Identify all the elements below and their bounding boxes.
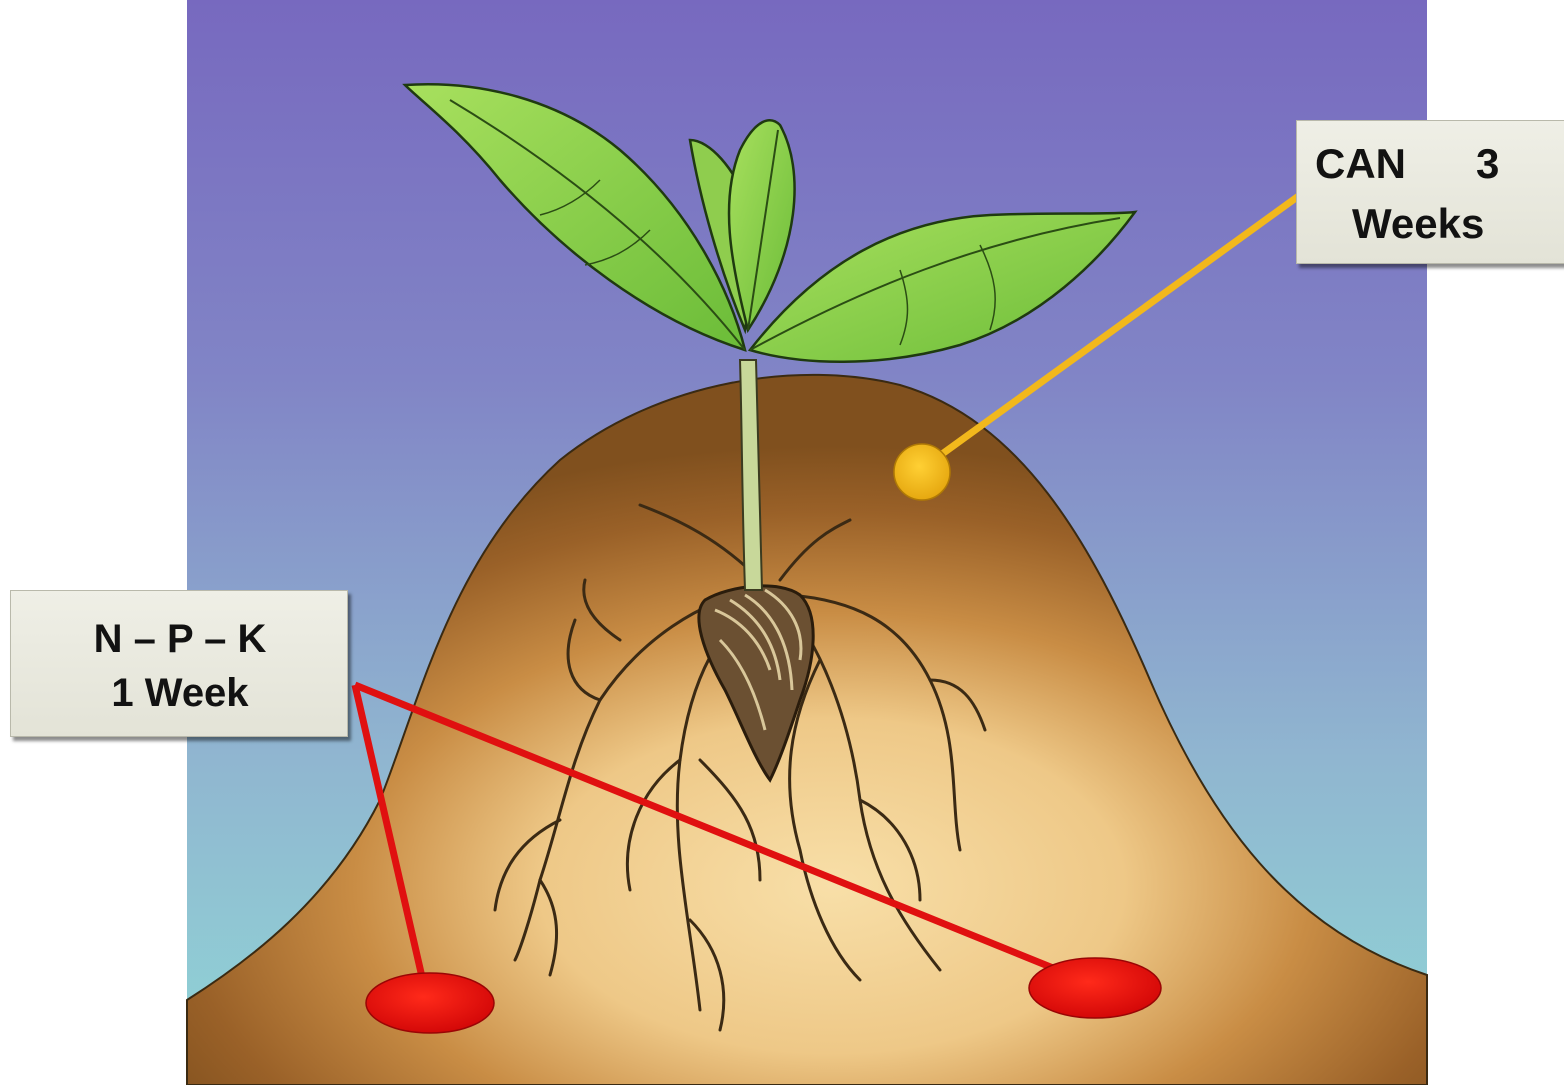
npk-label-line1: N – P – K [11,615,349,663]
npk-marker-left [366,973,494,1033]
npk-label-line2: 1 Week [11,669,349,717]
can-label-line2: Weeks [1352,199,1484,249]
can-marker [894,444,950,500]
can-label-line1: CAN 3 [1315,139,1564,189]
npk-label: N – P – K 1 Week [10,590,348,737]
npk-marker-right [1029,958,1161,1018]
can-label: CAN 3 Weeks [1296,120,1564,264]
